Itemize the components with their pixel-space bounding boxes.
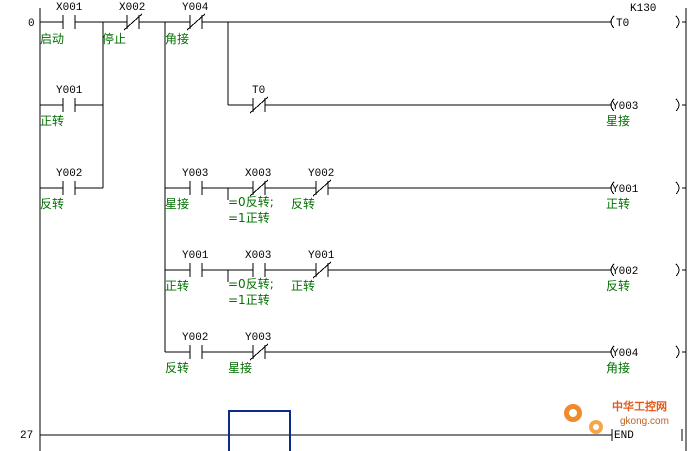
coil-y001[interactable]: Y001 正转 [606, 181, 680, 211]
contact-comment: 反转 [40, 196, 64, 211]
contact-device-label: Y002 [182, 332, 208, 344]
contact-comment: 角接 [165, 31, 189, 46]
watermark: 中华工控网 gkong.com [564, 399, 669, 434]
step-number: 0 [28, 18, 35, 30]
contact-comment: 停止 [102, 31, 126, 46]
editor-cursor[interactable] [228, 410, 291, 451]
contact-comment: 星接 [165, 196, 189, 211]
coil-y004[interactable]: Y004 角接 [606, 345, 680, 375]
contact-x001-start[interactable]: X001 启动 [40, 2, 83, 46]
contact-device-label: T0 [252, 85, 265, 97]
coil-name: Y002 [612, 266, 638, 278]
coil-name: Y003 [612, 101, 638, 113]
contact-x003-no[interactable]: X003 =0反转; =1正转 [228, 250, 274, 307]
coil-y003[interactable]: Y003 星接 [606, 98, 680, 128]
contact-x003-nc[interactable]: X003 =0反转; =1正转 [228, 168, 274, 225]
contact-device-label: X002 [119, 2, 145, 14]
coil-y002[interactable]: Y002 反转 [606, 263, 680, 293]
contact-comment-line2: =1正转 [228, 292, 270, 307]
contact-y003-star[interactable]: Y003 星接 [165, 168, 208, 211]
contact-comment: =0反转; [228, 194, 274, 209]
contact-device-label: X003 [245, 168, 271, 180]
watermark-brand: 中华工控网 [612, 399, 667, 413]
contact-comment: 星接 [228, 360, 252, 375]
contact-comment: 反转 [291, 196, 315, 211]
contact-device-label: Y002 [56, 168, 82, 180]
contact-y004-nc[interactable]: Y004 角接 [165, 2, 209, 46]
contact-device-label: Y003 [245, 332, 271, 344]
contact-comment: 正转 [165, 278, 189, 293]
contact-y002-seal[interactable]: Y002 反转 [40, 168, 82, 211]
contact-device-label: Y001 [308, 250, 335, 262]
gear-icon [564, 404, 603, 434]
coil-comment: 反转 [606, 278, 630, 293]
contact-device-label: Y003 [182, 168, 208, 180]
watermark-url: gkong.com [620, 416, 669, 427]
contact-device-label: X003 [245, 250, 271, 262]
contact-t0-nc[interactable]: T0 [249, 85, 269, 114]
coil-name: Y001 [612, 184, 639, 196]
contact-y003-nc[interactable]: Y003 星接 [228, 332, 271, 375]
contact-device-label: Y004 [182, 2, 209, 14]
timer-setting: K130 [630, 3, 656, 15]
contact-y001-interlock[interactable]: Y001 正转 [291, 250, 335, 293]
contact-y002-interlock[interactable]: Y002 反转 [291, 168, 334, 211]
contact-device-label: X001 [56, 2, 83, 14]
contact-comment-line2: =1正转 [228, 210, 270, 225]
contact-device-label: Y002 [308, 168, 334, 180]
contact-device-label: Y001 [182, 250, 209, 262]
step-number-end: 27 [20, 430, 33, 442]
contact-comment: 正转 [291, 278, 315, 293]
contact-device-label: Y001 [56, 85, 83, 97]
contact-comment: =0反转; [228, 276, 274, 291]
contact-y001-forward[interactable]: Y001 正转 [165, 250, 209, 293]
contact-comment: 反转 [165, 360, 189, 375]
coil-t0-timer[interactable]: T0 K130 [610, 3, 680, 30]
coil-name: Y004 [612, 348, 639, 360]
coil-comment: 正转 [606, 196, 630, 211]
contact-x002-stop[interactable]: X002 停止 [102, 2, 145, 46]
contact-comment: 正转 [40, 113, 64, 128]
coil-name: T0 [616, 18, 629, 30]
contact-y002-reverse[interactable]: Y002 反转 [165, 332, 208, 375]
coil-comment: 星接 [606, 113, 630, 128]
contact-comment: 启动 [40, 32, 64, 46]
end-label: END [614, 430, 634, 442]
coil-comment: 角接 [606, 360, 630, 375]
contact-y001-seal[interactable]: Y001 正转 [40, 85, 83, 128]
end-instruction[interactable]: END [611, 429, 683, 442]
